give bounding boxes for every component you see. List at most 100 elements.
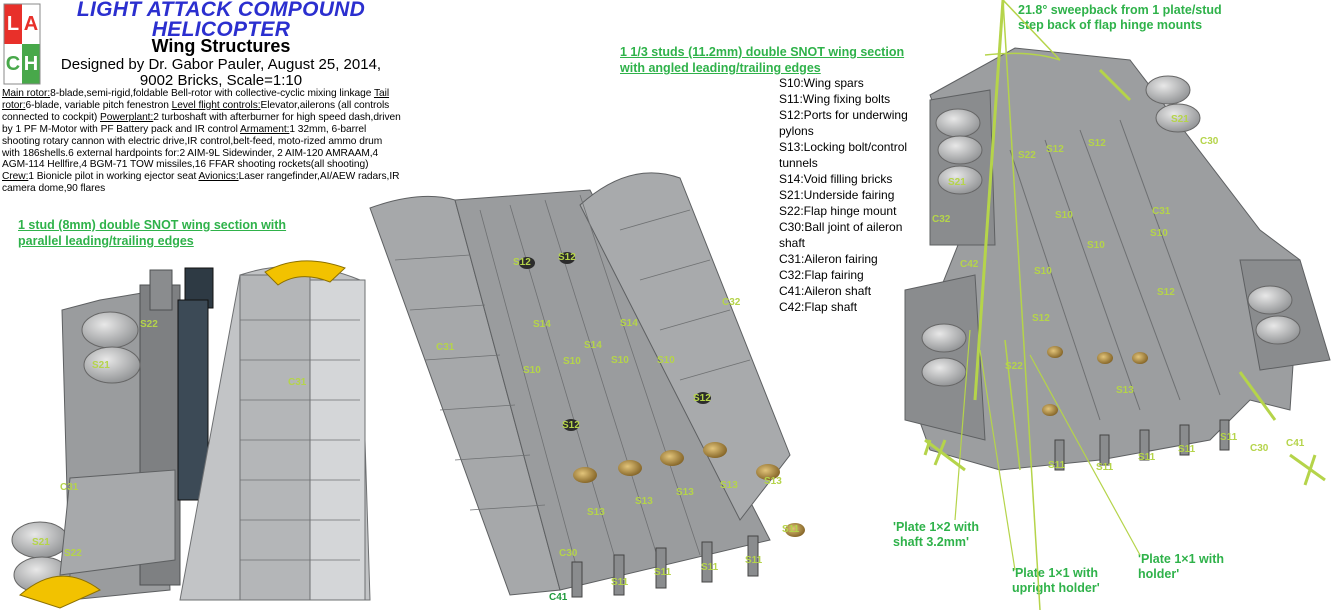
legend-item: C31:Aileron fairing: [779, 252, 878, 266]
label-c31: C31: [436, 342, 455, 353]
label-s22: S22: [64, 548, 82, 559]
legend-item: S13:Locking bolt/control tunnels: [779, 140, 908, 170]
logo-letter-a: A: [24, 13, 38, 35]
label-s14: S14: [533, 319, 551, 330]
label-s11: S11: [701, 562, 719, 573]
legend-item: S14:Void filling bricks: [779, 172, 893, 186]
label-c42: C42: [960, 259, 979, 270]
sweepback-line-1: 21.8° sweepback from 1 plate/stud: [1018, 3, 1222, 17]
plate-1x2-line-2: shaft 3.2mm': [893, 535, 969, 549]
left-wing-assembly: S22 S21 C31 C31 S21 S22: [11, 260, 371, 609]
legend-item: C42:Flap shaft: [779, 300, 858, 314]
label-s21: S21: [32, 537, 50, 548]
logo-letter-c: C: [6, 53, 20, 75]
label-s10: S10: [1150, 228, 1168, 239]
label-s10: S10: [657, 355, 675, 366]
spec-text: 8-blade,semi-rigid,foldable Bell-rotor w…: [50, 88, 372, 99]
label-s12: S12: [1032, 313, 1050, 324]
label-s11: S11: [1220, 432, 1238, 443]
label-s13: S13: [764, 476, 782, 487]
plate-1x1-upright-line-2: upright holder': [1012, 581, 1100, 595]
label-s12: S12: [1088, 138, 1106, 149]
label-s13: S13: [676, 487, 694, 498]
plate-1x1-upright-note: 'Plate 1×1 with upright holder': [1012, 566, 1122, 596]
spec-text: 2 turboshaft with afterburner for high s…: [2, 111, 401, 135]
legend-item: S21:Underside fairing: [779, 188, 895, 202]
label-s10: S10: [1055, 210, 1073, 221]
spec-text: 1 32mm, 6-barrel shooting rotary cannon …: [2, 123, 383, 171]
label-c31: C31: [60, 482, 79, 493]
label-c41: C41: [1286, 438, 1305, 449]
legend-item: C32:Flap fairing: [779, 268, 864, 282]
spec-key: Avionics:: [198, 171, 239, 183]
section-heading-left: 1 stud (8mm) double SNOT wing section wi…: [18, 217, 318, 249]
lach-logo: L A C H: [3, 3, 41, 85]
label-s11: S11: [1138, 452, 1156, 463]
label-c31: C31: [288, 377, 307, 388]
sweepback-note: 21.8° sweepback from 1 plate/stud step b…: [1018, 3, 1318, 33]
spec-key: Powerplant:: [100, 111, 154, 123]
section-left-line-1: 1 stud (8mm) double SNOT wing section wi…: [18, 218, 287, 232]
label-s21: S21: [1171, 114, 1189, 125]
center-wing-assembly: S12 S12 C32 C31 S14 S14 S14 S10 S10 S10 …: [369, 172, 805, 603]
legend-item: S10:Wing spars: [779, 76, 864, 90]
label-s22: S22: [1018, 150, 1036, 161]
label-s11: S11: [1048, 460, 1066, 471]
label-s11: S11: [1178, 444, 1196, 455]
label-s13: S13: [635, 496, 653, 507]
label-s11: S11: [654, 567, 672, 578]
designer-line-1: Designed by Dr. Gabor Pauler, August 25,…: [60, 56, 382, 73]
label-s14: S14: [620, 318, 638, 329]
label-c30: C30: [1200, 136, 1219, 147]
plate-1x1-holder-note: 'Plate 1×1 with holder': [1138, 552, 1248, 582]
spec-text: Laser rangefinder,AI/AEW radars,IR camer…: [2, 171, 400, 195]
designer-credit: Designed by Dr. Gabor Pauler, August 25,…: [36, 57, 406, 89]
legend-item: S11:Wing fixing bolts: [779, 92, 891, 106]
title-line-2: HELICOPTER: [151, 18, 291, 41]
spec-key: Tail rotor:: [2, 88, 390, 111]
label-s12: S12: [558, 252, 576, 263]
label-s13: S13: [1116, 385, 1134, 396]
label-c32: C32: [722, 297, 741, 308]
label-s22: S22: [140, 319, 158, 330]
section-center-line-1: 1 1/3 studs (11.2mm) double SNOT wing se…: [620, 45, 905, 59]
page-subtitle: Wing Structures: [151, 36, 291, 56]
label-s10: S10: [611, 355, 629, 366]
designer-line-2: 9002 Bricks, Scale=1:10: [139, 72, 303, 89]
spec-key: Armament:: [240, 123, 290, 135]
label-c41: C41: [549, 592, 568, 603]
label-s11: S11: [1096, 462, 1114, 473]
label-s13: S13: [720, 480, 738, 491]
plate-1x1-holder-line-1: 'Plate 1×1 with: [1138, 552, 1224, 566]
label-s10: S10: [563, 356, 581, 367]
label-s13: S13: [587, 507, 605, 518]
spec-text: 1 Bionicle pilot in working ejector seat: [28, 171, 199, 183]
page-title: LIGHT ATTACK COMPOUND HELICOPTER: [36, 0, 406, 40]
legend-item: C30:Ball joint of aileron shaft: [779, 220, 903, 250]
label-s11: S11: [745, 555, 763, 566]
section-heading-center: 1 1/3 studs (11.2mm) double SNOT wing se…: [620, 44, 930, 76]
label-s14: S14: [584, 340, 602, 351]
label-s12: S12: [1157, 287, 1175, 298]
right-wing-assembly: S12 S12 S22 S21 S21 C30 C32 C31 S10 S10 …: [904, 0, 1331, 611]
plate-1x2-line-1: 'Plate 1×2 with: [893, 520, 979, 534]
plate-1x1-holder-line-2: holder': [1138, 567, 1180, 581]
label-s12: S12: [562, 420, 580, 431]
spec-text: 6-blade, variable pitch fenestron: [25, 99, 172, 111]
plate-1x2-note: 'Plate 1×2 with shaft 3.2mm': [893, 520, 1003, 550]
label-s10: S10: [523, 365, 541, 376]
spec-key: Level flight controls:: [171, 99, 261, 111]
label-s10: S10: [1087, 240, 1105, 251]
legend-item: S22:Flap hinge mount: [779, 204, 897, 218]
label-s12: S12: [513, 257, 531, 268]
spec-text: Elevator,ailerons (all controls connecte…: [2, 99, 390, 123]
spec-key: Main rotor:: [2, 88, 51, 99]
plate-1x1-upright-line-1: 'Plate 1×1 with: [1012, 566, 1098, 580]
aileron-fairing-left: [179, 260, 371, 601]
legend-item: S12:Ports for underwing pylons: [779, 108, 908, 138]
label-c30: C30: [1250, 443, 1269, 454]
label-s12: S12: [693, 393, 711, 404]
label-s21: S21: [92, 360, 110, 371]
label-s11: S11: [782, 524, 800, 535]
